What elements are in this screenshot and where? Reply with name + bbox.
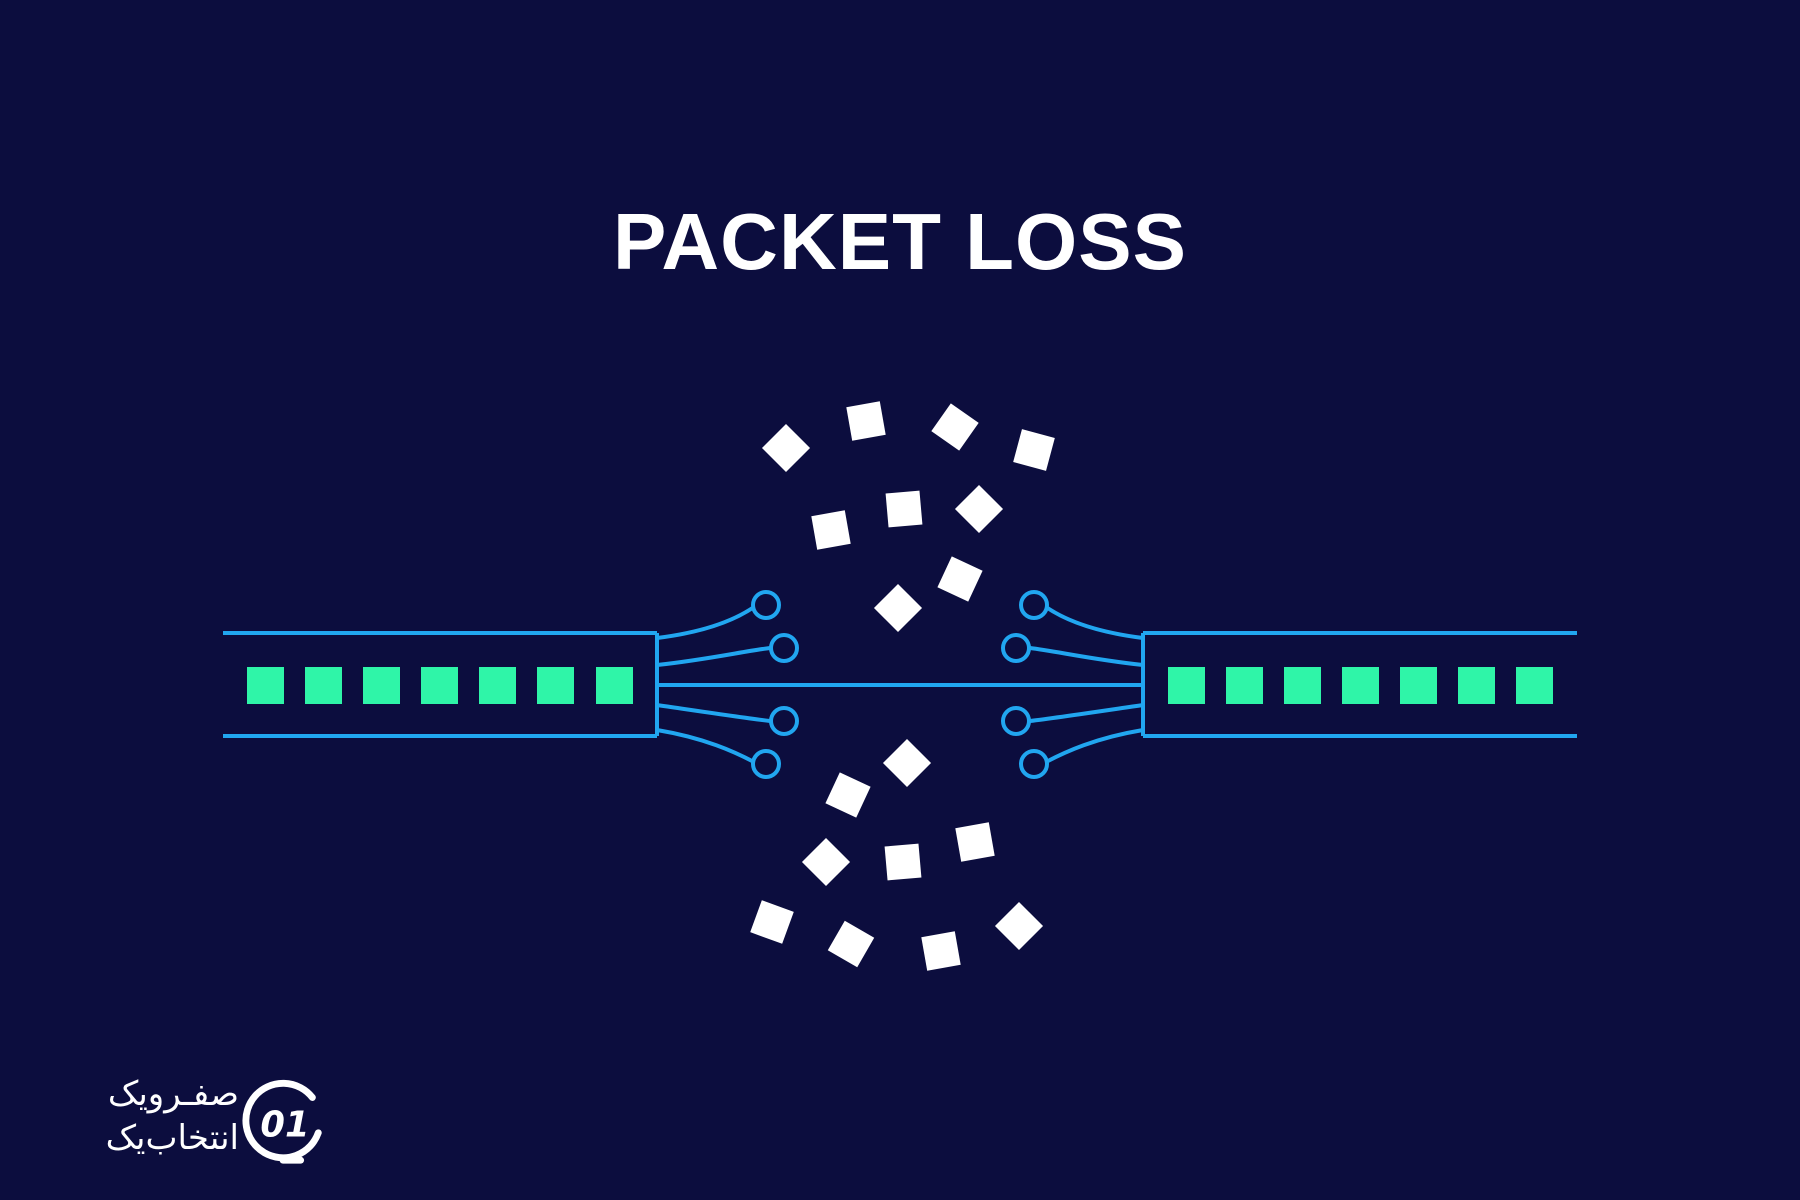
lost-packet <box>811 510 851 550</box>
logo-text-line1: صفـرویک <box>107 1074 239 1114</box>
lost-packets-lower <box>750 738 1044 971</box>
cable-packet <box>1458 667 1495 704</box>
cable-packet <box>1400 667 1437 704</box>
cable-packet <box>537 667 574 704</box>
lost-packet <box>931 403 979 451</box>
connector-node-icon <box>769 633 799 663</box>
right-cable-packets <box>1168 667 1553 704</box>
connector-node-icon <box>1019 590 1049 620</box>
right-connector-nodes <box>1001 590 1049 779</box>
logo-text-line2: انتخاب‌یک <box>105 1118 239 1158</box>
cable-packet <box>247 667 284 704</box>
cable-packet <box>421 667 458 704</box>
lost-packet <box>801 837 851 887</box>
brand-logo: صفـرویک انتخاب‌یک 01 <box>44 1072 334 1182</box>
lost-packet <box>954 484 1004 534</box>
connector-node-icon <box>751 749 781 779</box>
left-frayed-wires <box>656 605 771 764</box>
lost-packet <box>846 401 886 441</box>
lost-packet <box>921 931 961 971</box>
lost-packet <box>994 901 1044 951</box>
cable-packet <box>596 667 633 704</box>
cable-packet <box>1226 667 1263 704</box>
lost-packet <box>885 490 923 528</box>
connector-node-icon <box>1001 633 1031 663</box>
lost-packet <box>827 920 875 968</box>
lost-packet <box>884 843 922 881</box>
left-connector-nodes <box>751 590 799 779</box>
logo-mark-icon: 01 <box>242 1079 322 1164</box>
logo-mark-text: 01 <box>260 1105 309 1146</box>
connector-node-icon <box>751 590 781 620</box>
lost-packet <box>955 822 995 862</box>
lost-packet <box>761 423 811 473</box>
cable-packet <box>363 667 400 704</box>
lost-packet <box>1013 429 1055 471</box>
connector-node-icon <box>769 706 799 736</box>
page-title: PACKET LOSS <box>612 197 1187 286</box>
connector-node-icon <box>1001 706 1031 736</box>
cable-packet <box>479 667 516 704</box>
lost-packet <box>873 583 923 633</box>
connector-node-icon <box>1019 749 1049 779</box>
cable-packet <box>1284 667 1321 704</box>
cable-packet <box>1516 667 1553 704</box>
right-cable <box>1141 631 1577 738</box>
lost-packet <box>937 556 983 602</box>
lost-packet <box>882 738 932 788</box>
cable-packet <box>1168 667 1205 704</box>
cable-packet <box>1342 667 1379 704</box>
right-frayed-wires <box>1029 605 1144 764</box>
lost-packet <box>750 900 794 944</box>
lost-packet <box>825 772 871 818</box>
left-cable-packets <box>247 667 633 704</box>
lost-packets-upper <box>761 401 1055 633</box>
cable-packet <box>305 667 342 704</box>
